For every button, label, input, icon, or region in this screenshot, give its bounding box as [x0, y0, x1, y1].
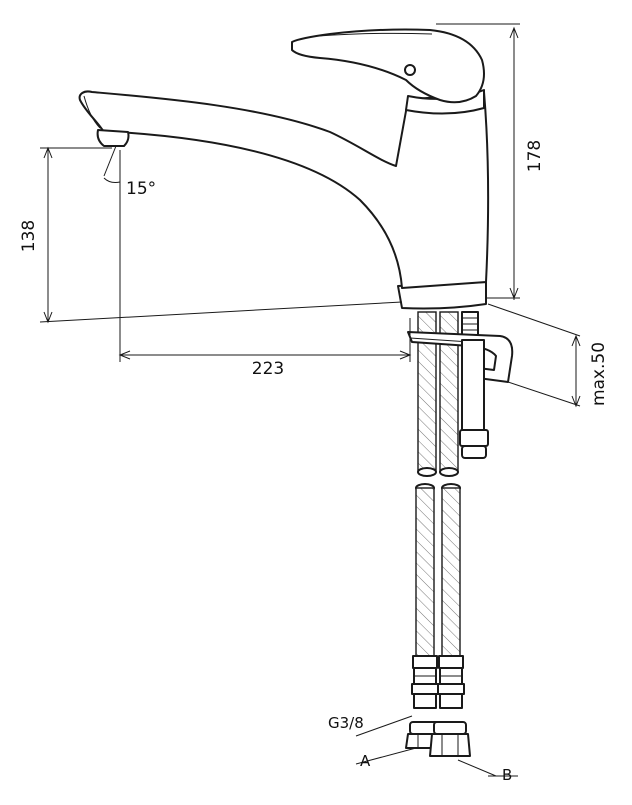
faucet-body	[78, 28, 490, 310]
dimension-lines	[39, 23, 581, 777]
max-thickness-label: max.50	[589, 342, 609, 406]
reach-label: 223	[252, 359, 284, 379]
mounting-hardware	[407, 311, 514, 459]
flex-hoses	[415, 311, 461, 657]
inlet-b-label: B	[502, 766, 512, 784]
height-spout-label: 138	[19, 220, 39, 252]
hose-fittings	[405, 655, 471, 757]
thread-size-label: G3/8	[328, 714, 364, 732]
inlet-a-label: A	[360, 752, 371, 770]
height-total-label: 178	[525, 140, 545, 172]
angle-label: 15°	[126, 179, 156, 199]
